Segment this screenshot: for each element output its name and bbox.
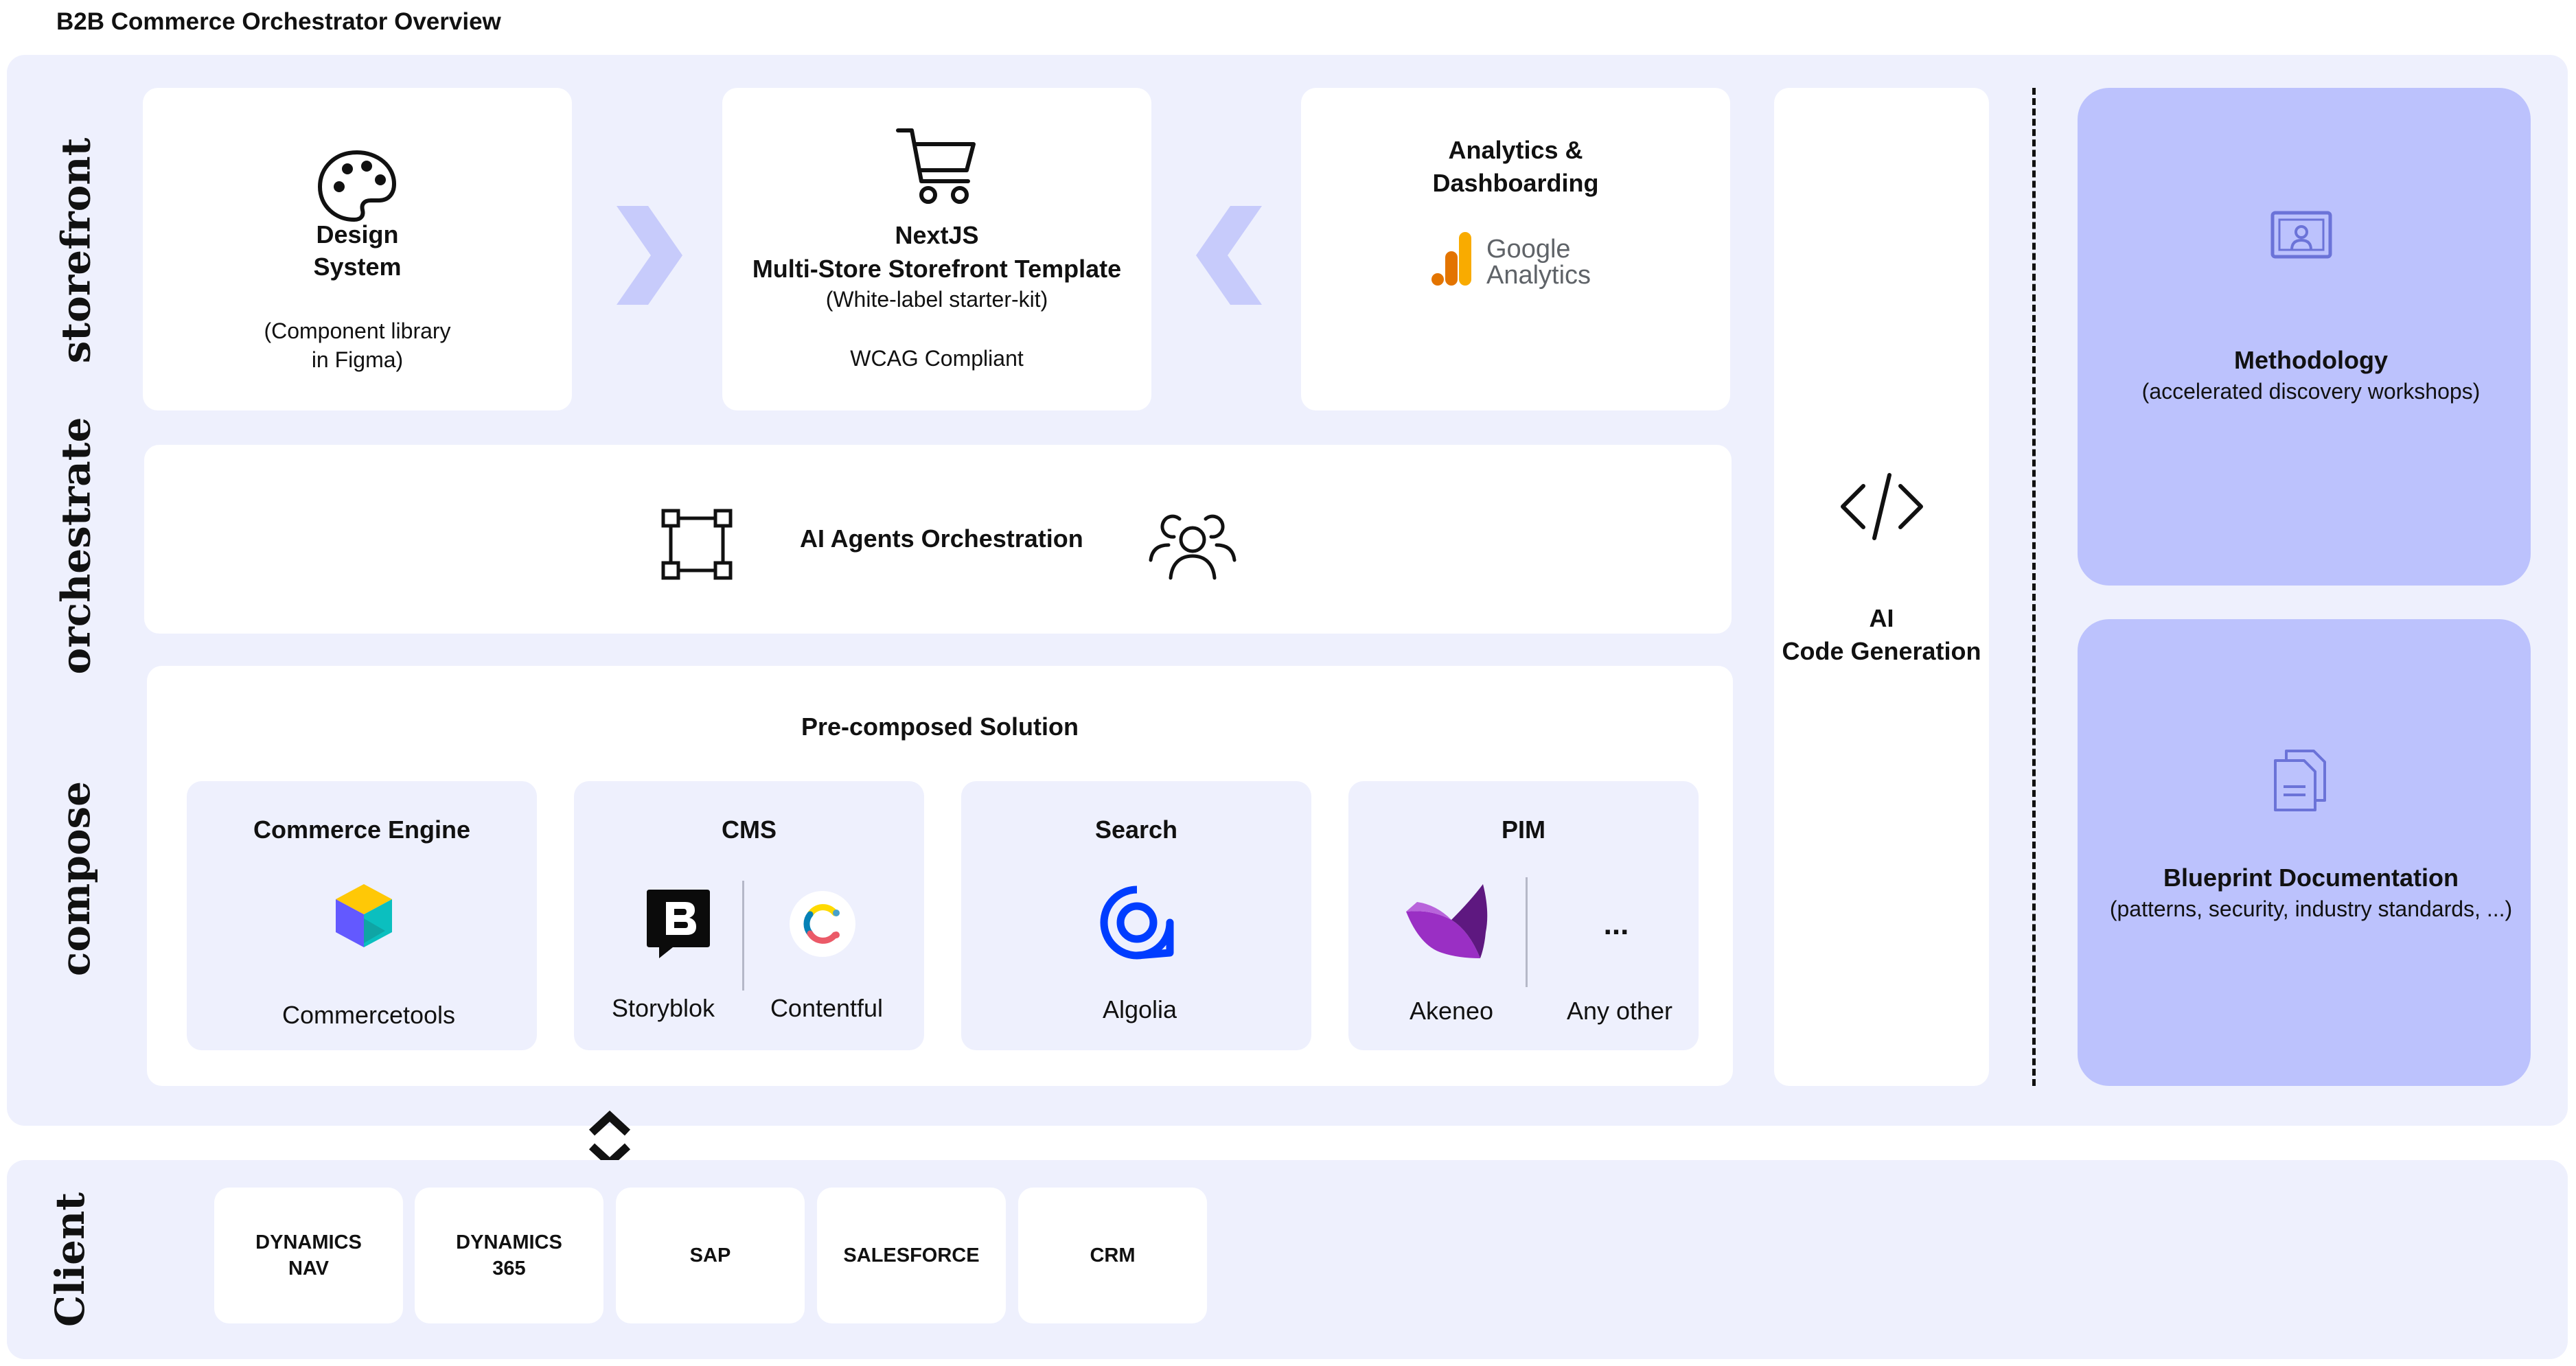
layer-label-storefront: storefront [52, 137, 99, 364]
cms-card: CMS Storyblok Contentful [574, 781, 924, 1050]
orchestration-card: AI Agents Orchestration [144, 445, 1732, 634]
documents-icon [2271, 747, 2329, 813]
pim-title: PIM [1501, 815, 1545, 844]
shopping-cart-icon [894, 124, 979, 209]
client-system-label-1: SALESFORCE [843, 1245, 980, 1266]
codegen-title-2: Code Generation [1782, 637, 1981, 665]
commercetools-label: Commercetools [281, 1001, 456, 1029]
client-system-sap: SAP [616, 1188, 805, 1323]
orchestration-label: AI Agents Orchestration [800, 524, 1083, 553]
commerce-engine-title: Commerce Engine [253, 815, 471, 844]
more-options-icon: ... [1603, 907, 1629, 941]
methodology-title: Methodology [2234, 346, 2388, 374]
layer-label-client: Client [47, 1192, 93, 1328]
design-system-desc-2: in Figma) [311, 347, 404, 372]
analytics-title-1: Analytics & [1448, 136, 1583, 164]
precomposed-solution-card: Pre-composed Solution Commerce Engine Co… [147, 666, 1733, 1086]
nodes-icon [660, 508, 733, 581]
client-system-label-1: CRM [1090, 1245, 1136, 1266]
google-analytics-logo [1431, 232, 1473, 287]
client-system-label-2: 365 [492, 1258, 526, 1280]
client-system-label-1: DYNAMICS [255, 1231, 362, 1253]
design-system-title-2: System [313, 253, 402, 281]
blueprint-title: Blueprint Documentation [2163, 864, 2459, 892]
cms-divider [742, 881, 744, 991]
algolia-logo-icon [1099, 884, 1175, 961]
pim-card: PIM ... Akeneo Any other [1348, 781, 1699, 1050]
storyblok-logo-icon [645, 887, 711, 961]
client-system-crm: CRM [1018, 1188, 1207, 1323]
users-group-icon [1148, 507, 1237, 582]
client-system-label-1: SAP [689, 1245, 731, 1266]
google-analytics-logo-text-2: Analytics [1486, 261, 1591, 290]
storefront-template-card: NextJS Multi-Store Storefront Template (… [722, 88, 1151, 410]
dashed-separator [2032, 88, 2036, 1086]
ai-code-generation-card: AI Code Generation [1774, 88, 1989, 1086]
layer-label-compose: compose [52, 780, 100, 977]
arrow-right-icon [617, 206, 682, 305]
analytics-title-2: Dashboarding [1432, 169, 1599, 197]
cms-title: CMS [722, 815, 777, 844]
page-title: B2B Commerce Orchestrator Overview [56, 8, 501, 35]
design-system-desc-1: (Component library [264, 319, 451, 343]
methodology-card: Methodology (accelerated discovery works… [2078, 88, 2531, 586]
commerce-engine-card: Commerce Engine Commercetools [187, 781, 537, 1050]
any-other-label: Any other [1566, 997, 1673, 1025]
palette-icon [316, 148, 398, 224]
blueprint-desc: (patterns, security, industry standards,… [2109, 896, 2513, 921]
contentful-logo-icon [788, 890, 857, 958]
presentation-icon [2268, 209, 2334, 266]
akeneo-logo-icon [1403, 881, 1491, 966]
blueprint-card: Blueprint Documentation (patterns, secur… [2078, 619, 2531, 1086]
client-system-salesforce: SALESFORCE [817, 1188, 1006, 1323]
codegen-title-1: AI [1869, 604, 1894, 632]
code-icon [1837, 472, 1927, 541]
search-title: Search [1094, 815, 1178, 844]
design-system-title-1: Design [316, 220, 399, 248]
template-title-1: NextJS [895, 221, 979, 249]
methodology-desc: (accelerated discovery workshops) [2141, 379, 2481, 404]
client-system-dynamics-365: DYNAMICS 365 [415, 1188, 603, 1323]
storyblok-label: Storyblok [611, 994, 715, 1022]
client-system-dynamics-nav: DYNAMICS NAV [214, 1188, 403, 1323]
client-system-label-2: NAV [288, 1258, 330, 1280]
template-note: WCAG Compliant [850, 346, 1024, 371]
layer-label-orchestrate: orchestrate [52, 417, 99, 675]
analytics-card: Analytics & Dashboarding Google Analytic… [1301, 88, 1730, 410]
template-title-2: Multi-Store Storefront Template [752, 255, 1122, 283]
commercetools-logo-icon [334, 883, 393, 949]
pim-divider [1526, 877, 1528, 987]
search-card: Search Algolia [961, 781, 1311, 1050]
akeneo-label: Akeneo [1409, 997, 1494, 1025]
precomposed-title: Pre-composed Solution [801, 713, 1079, 741]
design-system-card: Design System (Component library in Figm… [143, 88, 572, 410]
client-system-label-1: DYNAMICS [456, 1231, 562, 1253]
google-analytics-logo-text-1: Google [1486, 235, 1571, 264]
template-subtitle: (White-label starter-kit) [825, 287, 1048, 312]
arrow-left-icon [1196, 206, 1262, 305]
algolia-label: Algolia [1102, 995, 1177, 1023]
contentful-label: Contentful [770, 994, 884, 1022]
